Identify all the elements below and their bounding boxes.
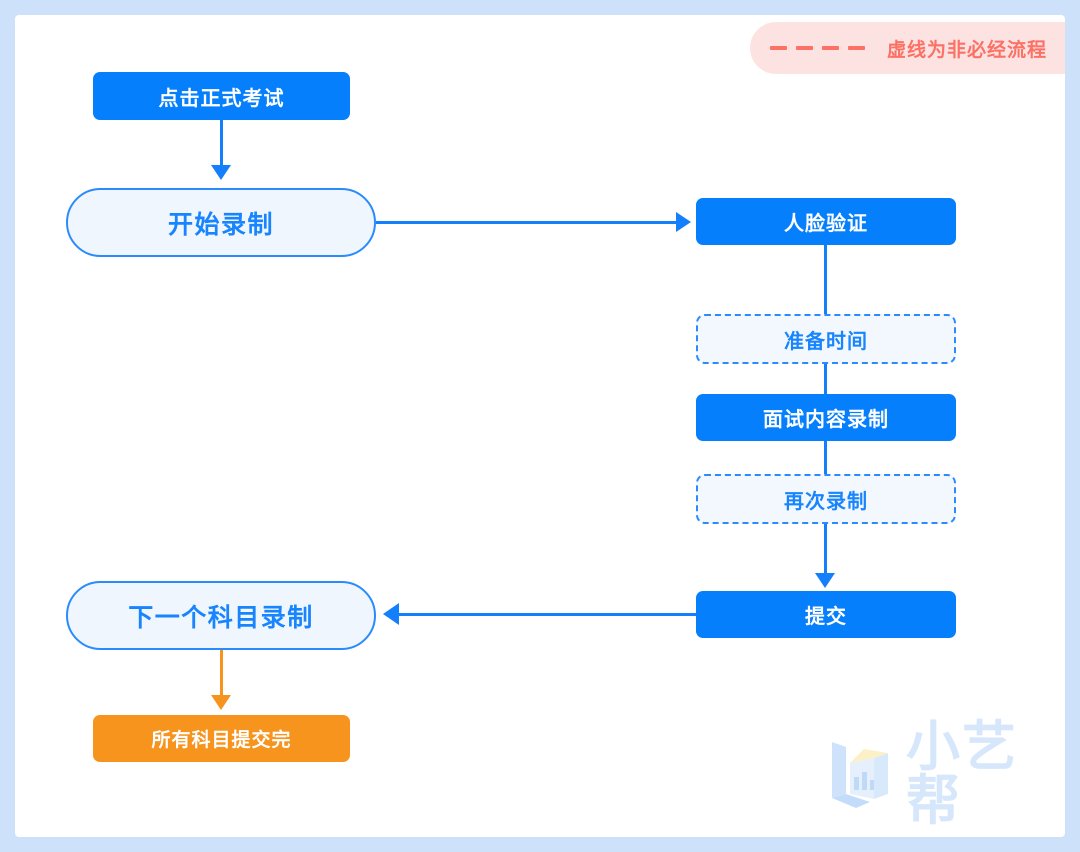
edge-next-subject-to-all-submitted-arrowhead bbox=[211, 695, 231, 710]
dashed-line-sample-icon bbox=[770, 46, 865, 50]
node-face-verification[interactable]: 人脸验证 bbox=[696, 198, 956, 245]
edge-next-subject-to-all-submitted-line bbox=[220, 650, 223, 698]
edge-start-recording-to-face-verification-arrowhead bbox=[676, 212, 691, 232]
node-record-again[interactable]: 再次录制 bbox=[696, 474, 956, 524]
node-start-recording[interactable]: 开始录制 bbox=[66, 188, 376, 257]
node-preparation-time[interactable]: 准备时间 bbox=[696, 314, 956, 364]
watermark-brand: 小艺帮 bbox=[906, 717, 1018, 831]
diagram-canvas: 虚线为非必经流程 点击正式考试 开始录制 人脸验证 准备时间 面试内容录制 再次… bbox=[15, 15, 1065, 837]
node-click-formal-exam[interactable]: 点击正式考试 bbox=[93, 72, 350, 120]
edge-interview-recording-to-record-again-line bbox=[824, 441, 827, 476]
watermark: 小艺帮 bbox=[830, 720, 1065, 828]
box-cube-logo-icon bbox=[830, 736, 892, 813]
node-interview-recording[interactable]: 面试内容录制 bbox=[696, 394, 956, 441]
edge-submit-to-next-subject-line bbox=[399, 613, 696, 616]
edge-start-recording-to-face-verification-line bbox=[376, 221, 678, 224]
edge-record-again-to-submit-line bbox=[824, 524, 827, 576]
node-next-subject-recording[interactable]: 下一个科目录制 bbox=[66, 581, 376, 650]
edge-click-formal-exam-to-start-recording-line bbox=[220, 120, 223, 168]
edge-click-formal-exam-to-start-recording-arrowhead bbox=[211, 165, 231, 180]
edge-face-verification-to-preparation-time-line bbox=[824, 245, 827, 314]
edge-submit-to-next-subject-arrowhead bbox=[383, 603, 399, 625]
node-all-subjects-submitted[interactable]: 所有科目提交完 bbox=[93, 715, 350, 762]
edge-record-again-to-submit-arrowhead bbox=[815, 573, 835, 588]
legend-banner: 虚线为非必经流程 bbox=[750, 22, 1065, 74]
edge-preparation-time-to-interview-recording-line bbox=[824, 364, 827, 399]
legend-label: 虚线为非必经流程 bbox=[887, 39, 1048, 61]
node-submit[interactable]: 提交 bbox=[696, 591, 956, 638]
